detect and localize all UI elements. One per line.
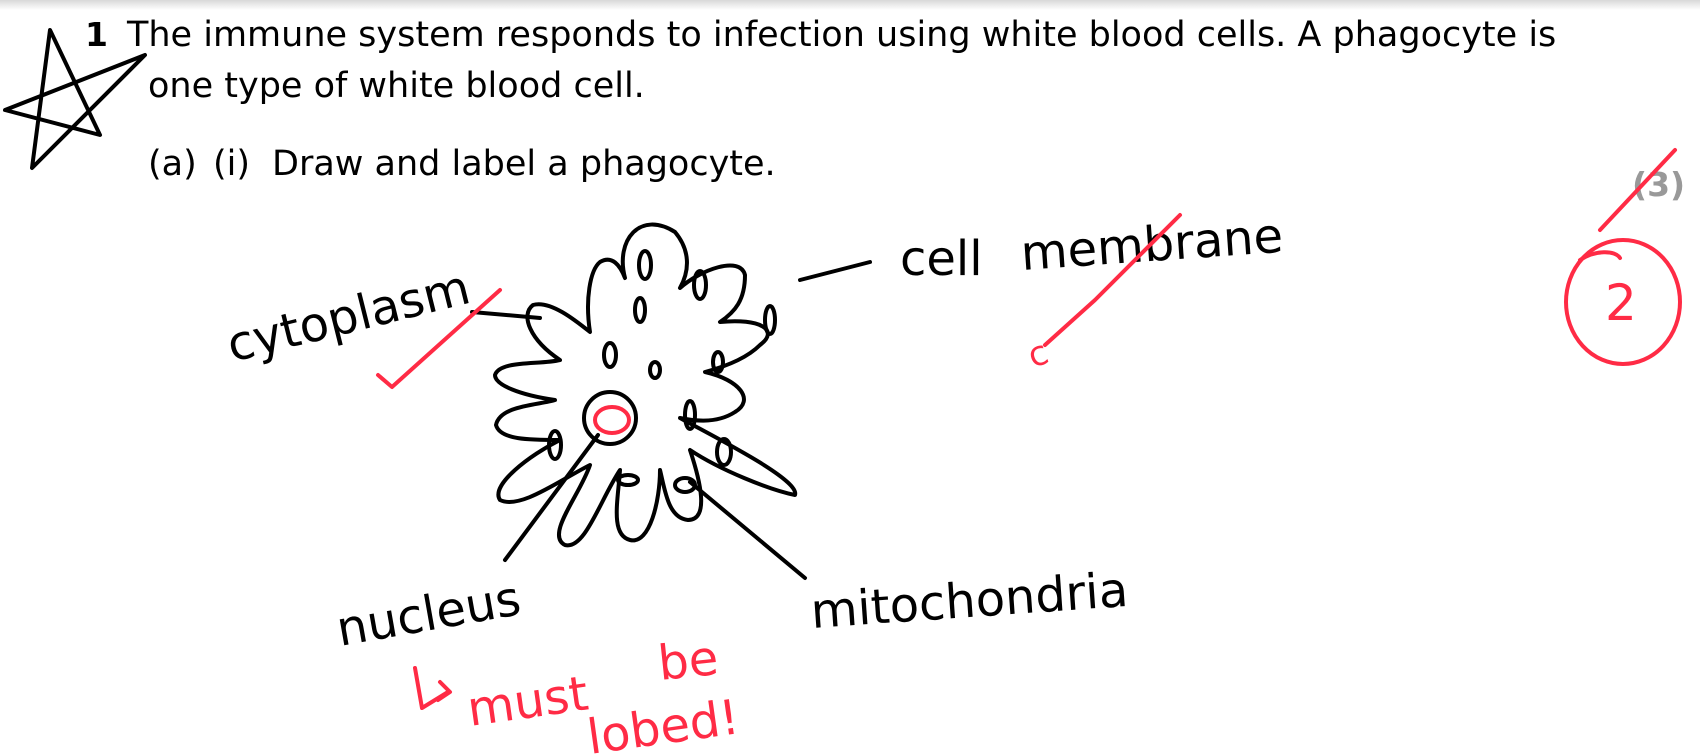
tick-membrane-icon xyxy=(1043,213,1182,347)
marker-comment-be: be xyxy=(655,630,721,692)
question-text-line1: The immune system responds to infection … xyxy=(127,15,1557,55)
phagocyte-drawing xyxy=(470,222,872,580)
red-pen-marks xyxy=(376,148,1682,710)
label-nucleus: nucleus xyxy=(332,570,524,657)
score-circle-icon xyxy=(1564,238,1682,366)
marks-strike-icon xyxy=(1598,148,1677,232)
question-instruction: Draw and label a phagocyte. xyxy=(272,144,776,184)
question-subpart-label: (i) xyxy=(213,144,251,184)
tick-cytoplasm-icon xyxy=(376,288,502,389)
arrow-icon xyxy=(413,666,452,710)
question-part-label: (a) xyxy=(148,144,197,184)
score-value: 2 xyxy=(1605,274,1637,332)
marker-comment-lobed: lobed! xyxy=(584,689,743,755)
marker-comment-must: must xyxy=(464,666,592,738)
top-shadow xyxy=(0,0,1700,10)
label-cell: cell xyxy=(900,231,983,287)
label-mitochondria: mitochondria xyxy=(809,562,1130,640)
label-cytoplasm: cytoplasm xyxy=(221,259,475,373)
star-doodle-icon xyxy=(3,28,147,170)
question-number: 1 xyxy=(85,15,108,54)
nucleus-red-mark xyxy=(593,405,631,435)
question-text-line2: one type of white blood cell. xyxy=(148,66,645,106)
